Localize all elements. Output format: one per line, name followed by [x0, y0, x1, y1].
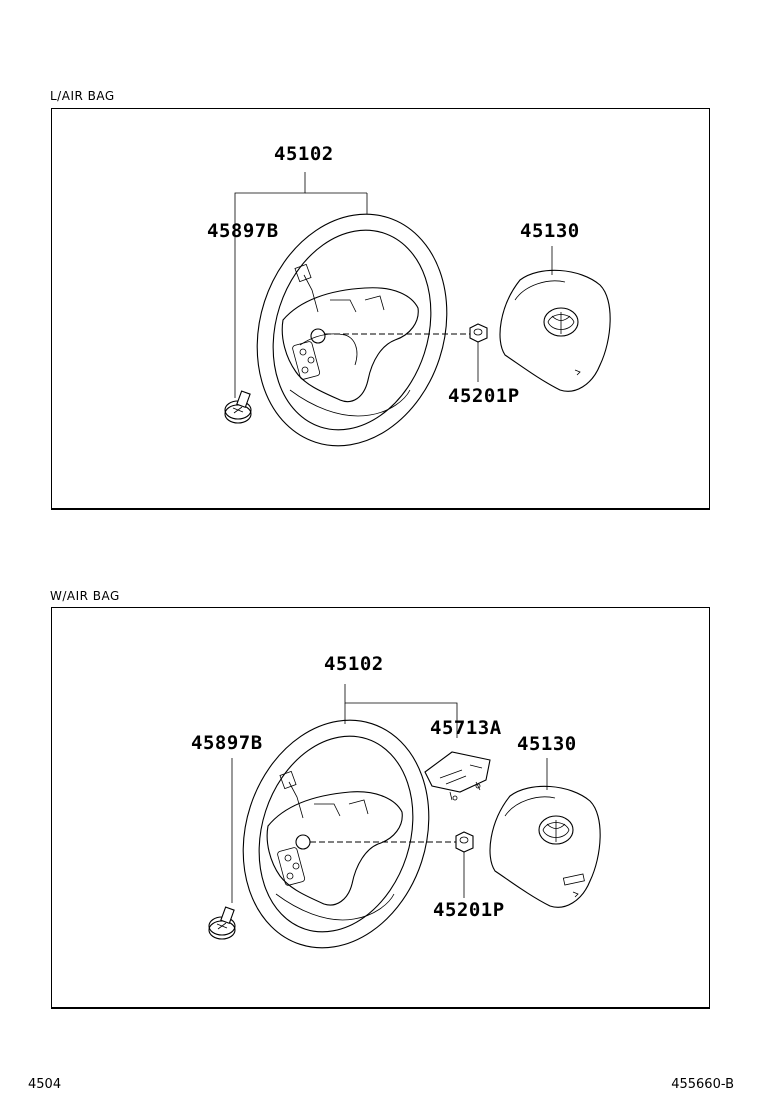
footer-page-code: 4504: [28, 1077, 62, 1092]
part-number-45713a: 45713A: [430, 717, 502, 739]
part-number-45201p: 45201P: [433, 899, 505, 921]
part-number-45130: 45130: [517, 733, 577, 755]
section-label-l-air-bag: L/AIR BAG: [50, 89, 115, 103]
part-number-45201p: 45201P: [448, 385, 520, 407]
footer-figure-code: 455660-B: [671, 1077, 734, 1092]
part-number-45897b: 45897B: [191, 732, 263, 754]
diagram-panel-l-air-bag: [51, 108, 710, 510]
part-number-45102: 45102: [274, 143, 334, 165]
part-number-45897b: 45897B: [207, 220, 279, 242]
steering-wheel-drawing-1: [224, 172, 611, 447]
diagram-panel-w-air-bag: [51, 607, 710, 1009]
part-number-45130: 45130: [520, 220, 580, 242]
steering-wheel-drawing-2: [208, 684, 601, 949]
part-number-45102: 45102: [324, 653, 384, 675]
section-label-w-air-bag: W/AIR BAG: [50, 589, 120, 603]
